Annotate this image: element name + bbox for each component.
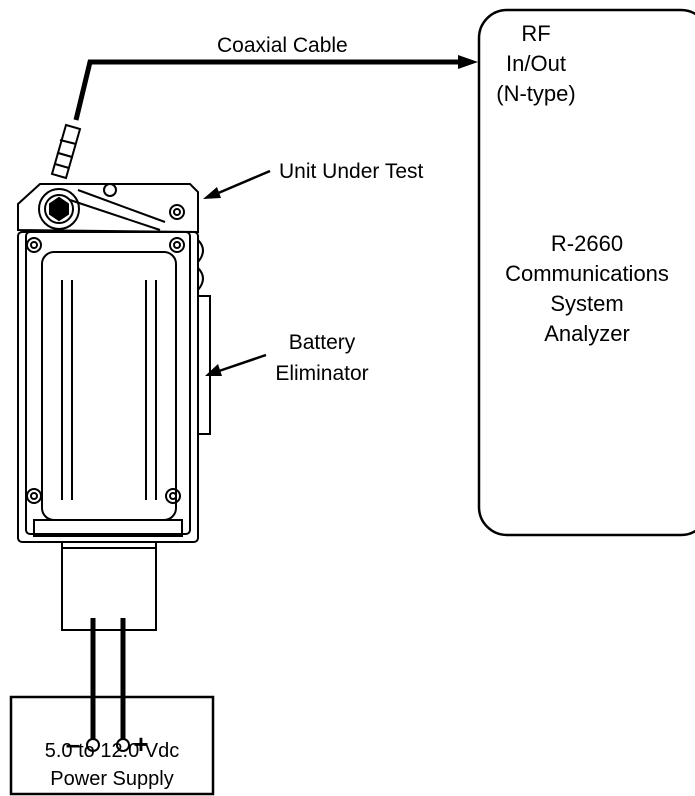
uut-label: Unit Under Test [279, 160, 424, 183]
screw-lower-left [26, 488, 42, 504]
battery-eliminator-callout: Battery Eliminator [205, 331, 369, 385]
screw-lower-right [165, 488, 181, 504]
power-supply-voltage: 5.0 to 12.0 Vdc [45, 740, 180, 762]
analyzer-outline [477, 8, 695, 537]
analyzer-name-line2: Communications [505, 261, 669, 286]
uut-callout: Unit Under Test [203, 160, 424, 199]
battery-eliminator-tail [61, 541, 157, 631]
positive-symbol: + [133, 729, 148, 759]
analyzer-port-label-line3: (N-type) [496, 81, 575, 106]
battery-eliminator-label-line2: Eliminator [275, 362, 368, 385]
analyzer-unit: RF In/Out (N-type) R-2660 Communications… [477, 8, 695, 537]
coaxial-cable-arrowhead [458, 55, 478, 69]
radio-top-head [17, 183, 199, 234]
screw-upper-right [169, 237, 185, 253]
negative-symbol: – [66, 729, 80, 759]
unit-under-test [17, 183, 211, 631]
coaxial-cable-line [73, 59, 462, 121]
coaxial-cable-label: Coaxial Cable [217, 34, 348, 57]
power-supply-outline [9, 695, 215, 796]
power-supply: – + 5.0 to 12.0 Vdc Power Supply [9, 695, 215, 796]
screw-upper-left [26, 237, 42, 253]
analyzer-port-label-line2: In/Out [506, 51, 566, 76]
cable-connector [50, 123, 82, 180]
analyzer-name-line1: R-2660 [551, 231, 623, 256]
power-leads [90, 618, 126, 744]
analyzer-name-line4: Analyzer [544, 321, 630, 346]
battery-eliminator-label-line1: Battery [289, 331, 356, 354]
positive-terminal [116, 738, 130, 752]
coaxial-cable: Coaxial Cable [50, 34, 478, 180]
analyzer-name-line3: System [550, 291, 623, 316]
screw-top-right [169, 204, 185, 220]
analyzer-port-label-line1: RF [521, 21, 550, 46]
power-supply-name: Power Supply [50, 768, 173, 790]
antenna-connector [38, 188, 80, 230]
negative-terminal [86, 738, 100, 752]
